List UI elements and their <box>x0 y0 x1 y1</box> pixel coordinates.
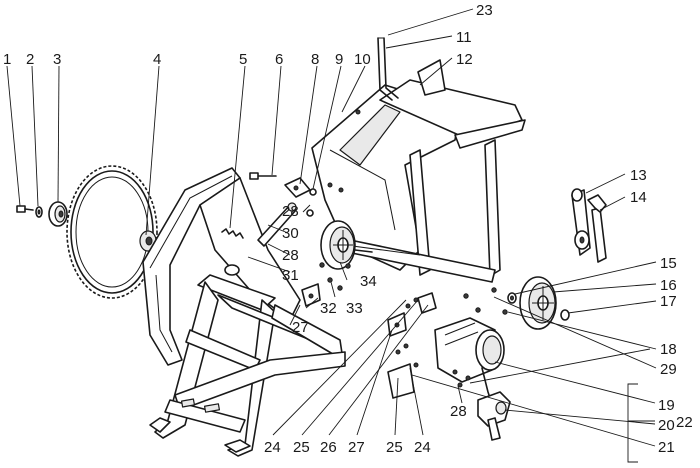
callout-8: 8 <box>311 51 319 68</box>
part-spanner <box>587 194 607 263</box>
part-motor <box>434 317 505 399</box>
callout-13: 13 <box>630 167 647 184</box>
part-bolt <box>16 205 34 213</box>
part-spring <box>221 228 244 239</box>
callout-15: 15 <box>660 255 677 272</box>
callout-20: 20 <box>658 417 675 434</box>
part-washer <box>35 206 43 218</box>
callout-34: 34 <box>360 273 377 290</box>
callout-28b: 28 <box>282 247 299 264</box>
part-stand-frame <box>142 167 346 457</box>
leader-lines <box>6 8 657 447</box>
callout-21: 21 <box>658 439 675 456</box>
part-wheel-left <box>320 220 373 270</box>
callout-33: 33 <box>346 300 363 317</box>
part-wheel-right <box>519 276 557 330</box>
callout-11: 11 <box>456 29 472 46</box>
callout-5: 5 <box>239 51 247 68</box>
callout-14: 14 <box>630 189 647 206</box>
callout-16: 16 <box>660 277 677 294</box>
callout-28c: 28 <box>450 403 467 420</box>
callout-28a: 28 <box>282 203 299 220</box>
callout-29: 29 <box>660 361 677 378</box>
callout-3: 3 <box>53 51 61 68</box>
callout-9: 9 <box>335 51 343 68</box>
part-washer-17 <box>560 309 570 321</box>
callout-6: 6 <box>275 51 283 68</box>
part-washer-15 <box>507 292 517 304</box>
callout-10: 10 <box>354 51 371 68</box>
callout-labels: 1 2 3 4 5 6 8 9 10 11 12 13 14 15 16 17 … <box>3 2 693 456</box>
callout-25a: 25 <box>293 439 310 456</box>
callout-31: 31 <box>282 267 299 284</box>
callout-2: 2 <box>26 51 34 68</box>
callout-17: 17 <box>660 293 677 310</box>
part-bracket <box>284 177 317 217</box>
callout-22: 22 <box>676 414 693 431</box>
part-spindle <box>257 202 297 247</box>
part-carriage <box>311 37 526 283</box>
part-bolts <box>319 262 508 388</box>
callout-23: 23 <box>476 2 493 19</box>
part-switch-box <box>477 391 511 441</box>
callout-24a: 24 <box>264 439 281 456</box>
callout-24b: 24 <box>414 439 431 456</box>
part-flange <box>48 201 68 227</box>
part-wrench <box>571 188 591 256</box>
group-bracket-22 <box>627 383 655 463</box>
part-motor-plate <box>387 363 415 399</box>
callout-4: 4 <box>153 51 161 68</box>
callout-30: 30 <box>282 225 299 242</box>
callout-1: 1 <box>3 51 11 68</box>
callout-26: 26 <box>320 439 337 456</box>
callout-25b: 25 <box>386 439 403 456</box>
callout-27a: 27 <box>292 319 309 336</box>
part-clamp-27 <box>301 283 321 307</box>
callout-18: 18 <box>660 341 677 358</box>
part-shaft <box>249 172 277 180</box>
callout-19: 19 <box>658 397 675 414</box>
callout-27b: 27 <box>348 439 365 456</box>
part-saw-blade <box>66 165 158 299</box>
part-clamp-26 <box>417 292 437 314</box>
callout-12: 12 <box>456 51 473 68</box>
callout-32: 32 <box>320 300 337 317</box>
